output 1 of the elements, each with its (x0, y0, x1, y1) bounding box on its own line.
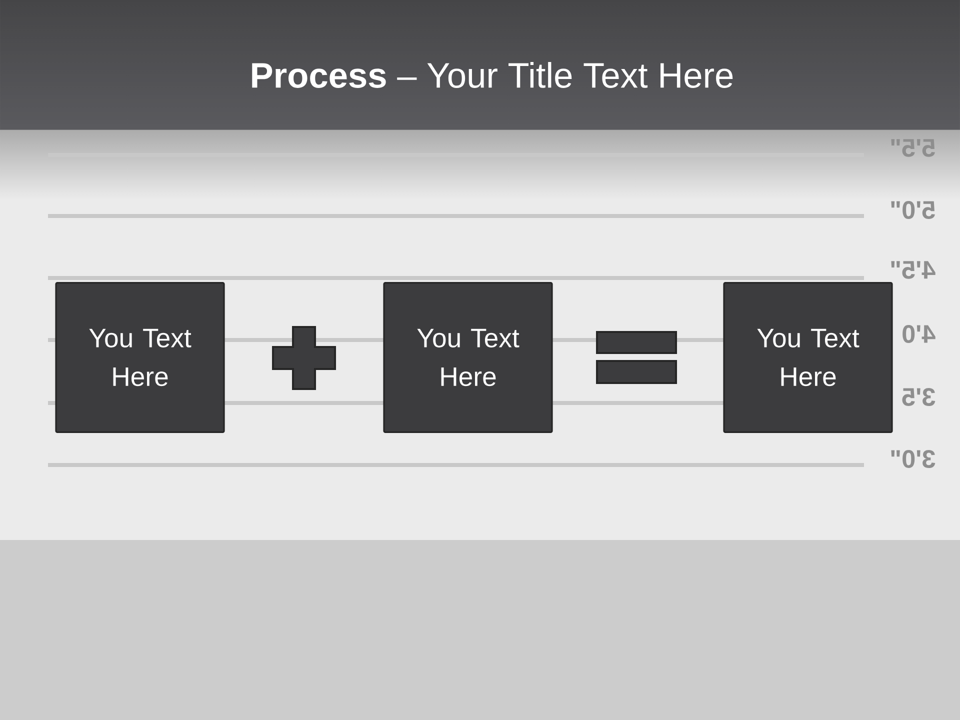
title: Process – Your Title Text Here (252, 62, 733, 88)
